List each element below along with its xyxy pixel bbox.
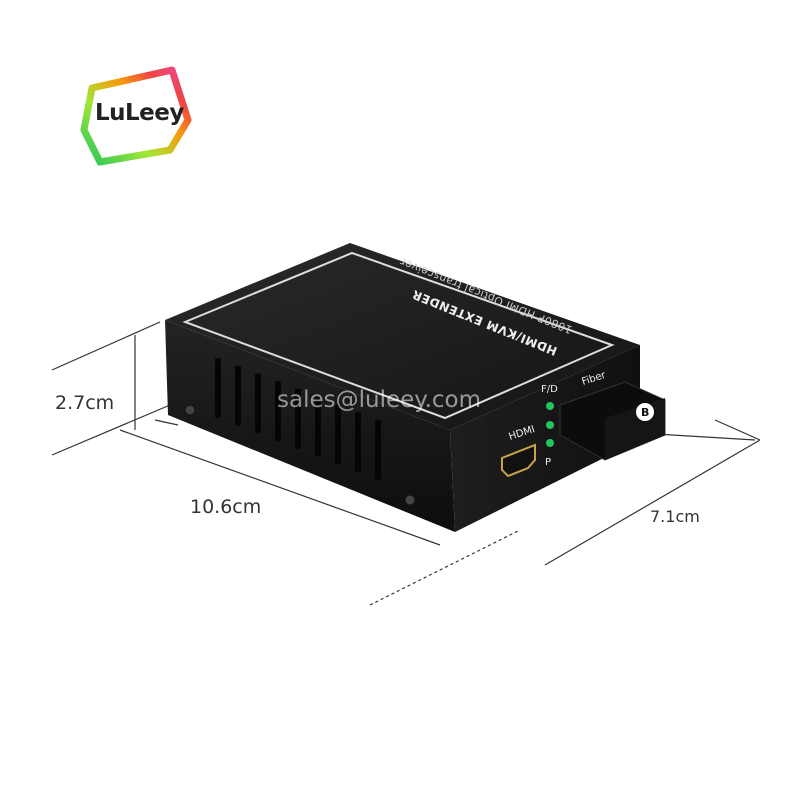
screw-icon [184, 404, 196, 416]
device-top-face [165, 243, 640, 430]
vent-slot [355, 411, 361, 472]
device-side-face [450, 345, 640, 532]
hdmi-port [501, 443, 536, 478]
logo-frame [80, 66, 192, 166]
brand-logo: LuLeey [95, 100, 184, 126]
led-icon [546, 421, 554, 429]
device-top-border [182, 251, 615, 420]
vent-slot [295, 388, 301, 449]
connector-mark-icon [636, 403, 654, 421]
led-icon [546, 402, 554, 410]
vent-slot [275, 381, 281, 442]
vent-slot [215, 358, 221, 418]
screw-icon [404, 494, 416, 506]
vent-slot [235, 365, 241, 426]
led-icon [546, 439, 554, 447]
vent-slots [215, 358, 381, 480]
led-label-fd: F/D [541, 384, 558, 395]
led-label-p: P [545, 457, 551, 468]
vent-slot [375, 419, 381, 480]
vent-slot [335, 404, 341, 465]
dimension-length: 10.6cm [190, 496, 262, 518]
vent-slot [255, 373, 261, 434]
connector-mark: B [641, 406, 649, 419]
dimension-height: 2.7cm [55, 392, 115, 414]
dimension-width: 7.1cm [650, 507, 700, 526]
watermark: sales@luleey.com [277, 387, 482, 413]
vent-slot [315, 396, 321, 457]
